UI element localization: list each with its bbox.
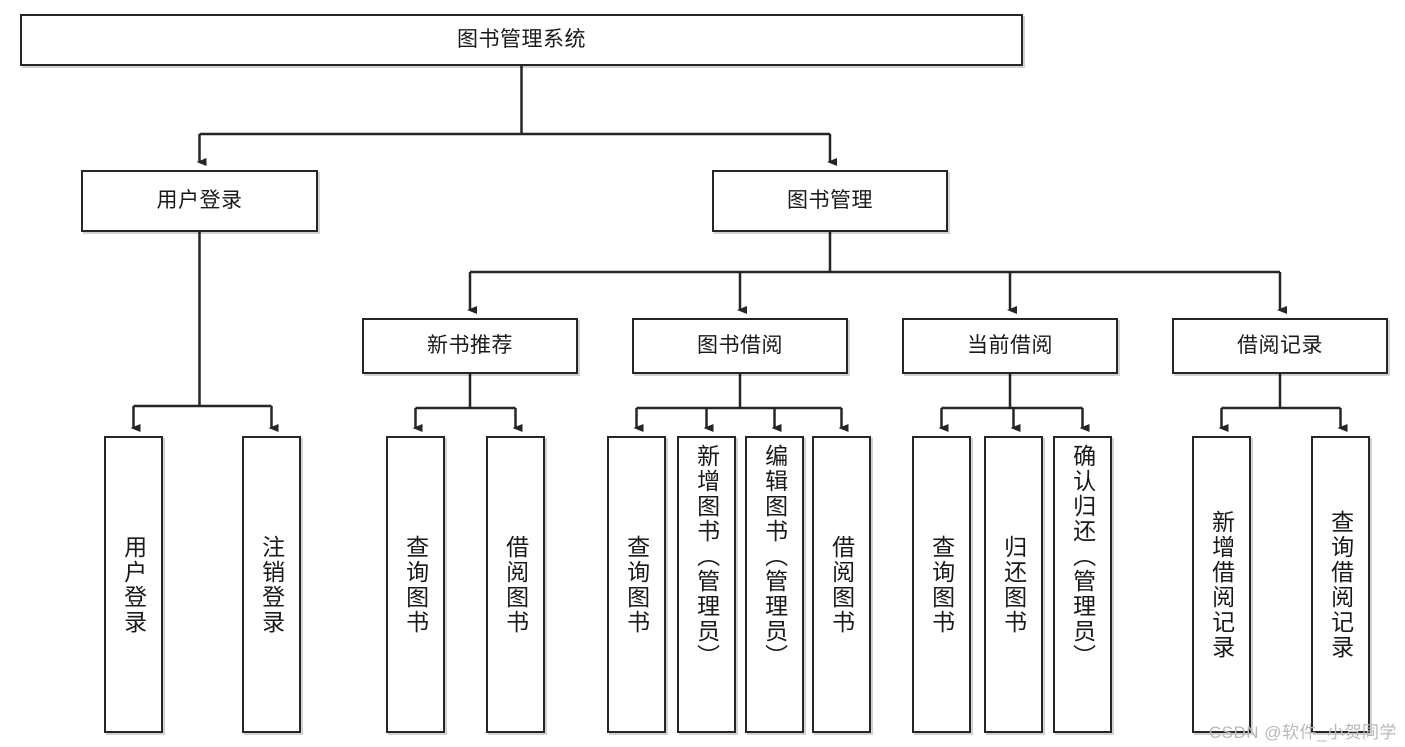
node-leaf-user-login[interactable]: 用户登录 <box>104 436 163 733</box>
node-leaf-edit-book-label: 编辑图书（管理员） <box>761 444 788 669</box>
node-borrow-record-label: 借阅记录 <box>1237 333 1323 357</box>
node-leaf-query-record-label: 查询借阅记录 <box>1327 509 1354 660</box>
node-leaf-add-book-label: 新增图书（管理员） <box>693 444 720 669</box>
node-root[interactable]: 图书管理系统 <box>20 14 1023 66</box>
node-leaf-add-record-label: 新增借阅记录 <box>1208 509 1235 660</box>
node-leaf-query-book-2[interactable]: 查询图书 <box>607 436 666 733</box>
node-root-label: 图书管理系统 <box>457 27 586 51</box>
node-leaf-query-book-1[interactable]: 查询图书 <box>386 436 445 733</box>
node-leaf-confirm-return[interactable]: 确认归还（管理员） <box>1053 436 1112 733</box>
node-leaf-user-logout-label: 注销登录 <box>258 534 285 635</box>
node-new-book-rec-label: 新书推荐 <box>427 333 513 357</box>
node-leaf-edit-book[interactable]: 编辑图书（管理员） <box>745 436 804 733</box>
node-leaf-borrow-book-1[interactable]: 借阅图书 <box>486 436 545 733</box>
node-borrow-record[interactable]: 借阅记录 <box>1172 318 1388 374</box>
node-leaf-user-login-label: 用户登录 <box>120 534 147 635</box>
node-leaf-borrow-book-1-label: 借阅图书 <box>502 534 529 635</box>
node-leaf-confirm-return-label: 确认归还（管理员） <box>1069 444 1096 669</box>
node-new-book-rec[interactable]: 新书推荐 <box>362 318 578 374</box>
node-leaf-borrow-book-2[interactable]: 借阅图书 <box>812 436 871 733</box>
node-leaf-query-book-1-label: 查询图书 <box>402 534 429 635</box>
node-book-borrow[interactable]: 图书借阅 <box>632 318 848 374</box>
node-user-login-label: 用户登录 <box>156 188 243 212</box>
node-leaf-query-book-2-label: 查询图书 <box>623 534 650 635</box>
node-leaf-borrow-book-2-label: 借阅图书 <box>828 534 855 635</box>
node-book-borrow-label: 图书借阅 <box>697 333 783 357</box>
node-current-borrow-label: 当前借阅 <box>967 333 1053 357</box>
node-current-borrow[interactable]: 当前借阅 <box>902 318 1118 374</box>
node-leaf-return-book[interactable]: 归还图书 <box>984 436 1043 733</box>
node-leaf-query-record[interactable]: 查询借阅记录 <box>1311 436 1370 733</box>
node-leaf-query-book-3-label: 查询图书 <box>928 534 955 635</box>
node-leaf-add-record[interactable]: 新增借阅记录 <box>1192 436 1251 733</box>
node-leaf-return-book-label: 归还图书 <box>1000 534 1027 635</box>
node-leaf-query-book-3[interactable]: 查询图书 <box>912 436 971 733</box>
node-book-manage-label: 图书管理 <box>787 188 873 212</box>
node-book-manage[interactable]: 图书管理 <box>712 170 948 232</box>
node-user-login[interactable]: 用户登录 <box>81 170 318 232</box>
watermark: CSDN @软件_小贺同学 <box>1208 723 1397 742</box>
node-leaf-user-logout[interactable]: 注销登录 <box>242 436 301 733</box>
node-leaf-add-book[interactable]: 新增图书（管理员） <box>677 436 736 733</box>
